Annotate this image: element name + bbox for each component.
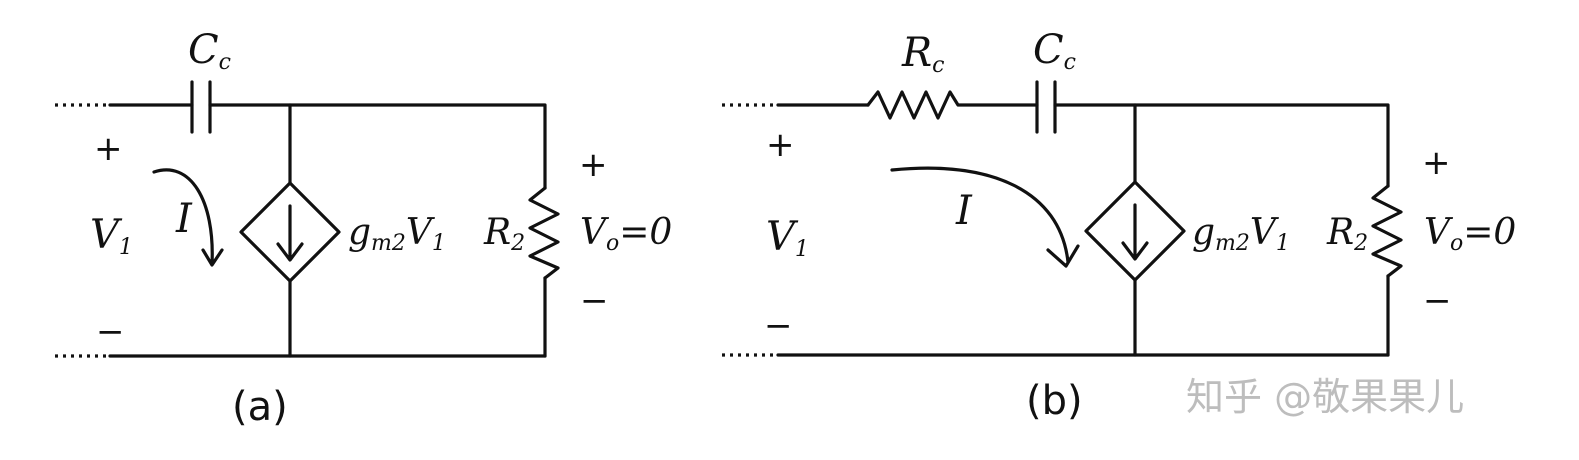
watermark: 知乎 @敬果果儿 <box>1186 375 1464 419</box>
current-label: I <box>955 188 973 234</box>
r2-label: R2 <box>483 212 525 256</box>
input-minus: − <box>764 306 793 346</box>
input-plus: + <box>766 125 795 165</box>
resistor-rc <box>866 90 1039 120</box>
current-arrow <box>152 168 224 267</box>
output-minus: − <box>1423 281 1452 321</box>
input-plus: + <box>94 129 123 169</box>
source-gain-label: gm2V1 <box>1192 212 1290 256</box>
output-minus: − <box>580 281 609 321</box>
circuit-b: Rc Cc + − V1 I gm2V1 R2 + − Vo=0 (b) <box>722 27 1516 424</box>
source-gain-label: gm2V1 <box>348 212 446 256</box>
vout-label: Vo=0 <box>1424 212 1516 256</box>
input-minus: − <box>96 312 125 352</box>
top-wire-right <box>208 103 547 190</box>
capacitor-cc <box>190 80 212 134</box>
cap-label: Cc <box>1033 27 1076 75</box>
output-plus: + <box>579 145 608 185</box>
current-arrow <box>890 166 1080 268</box>
caption-a: (a) <box>232 384 288 430</box>
vout-label: Vo=0 <box>580 212 672 256</box>
top-wire-right <box>1053 103 1390 188</box>
capacitor-cc <box>1035 80 1057 134</box>
r2-label: R2 <box>1326 212 1368 256</box>
source-arrow <box>1121 203 1149 261</box>
resistor-r2 <box>528 186 560 280</box>
vin-label: V1 <box>90 212 133 260</box>
circuit-a: Cc + − V1 I gm2V1 R2 + − Vo=0 (a) <box>55 27 672 430</box>
cap-label: Cc <box>188 27 231 75</box>
vin-label: V1 <box>766 214 809 262</box>
resistor-r2 <box>1371 184 1403 278</box>
source-arrow <box>276 204 304 262</box>
current-label: I <box>175 196 193 242</box>
output-plus: + <box>1422 143 1451 183</box>
rc-label: Rc <box>901 30 944 78</box>
caption-b: (b) <box>1026 378 1083 424</box>
